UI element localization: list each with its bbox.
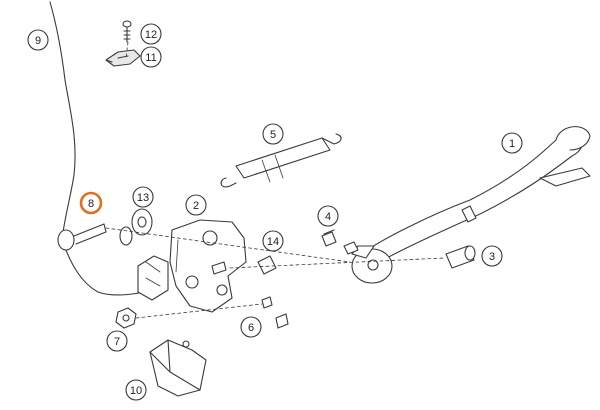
nut-part-7 <box>115 307 137 329</box>
callout-label: 11 <box>145 52 156 64</box>
callout-circle <box>79 191 103 215</box>
callout-label: 8 <box>88 198 94 210</box>
callout-circle <box>262 123 284 145</box>
callout-5: 5 <box>262 123 284 145</box>
switch-part <box>137 255 169 301</box>
callout-2: 2 <box>185 194 207 216</box>
callout-circle <box>481 245 503 267</box>
bolt-part-3 <box>445 245 476 269</box>
callout-label: 3 <box>489 251 495 263</box>
callout-label: 13 <box>137 192 149 204</box>
callout-label: 14 <box>267 236 279 248</box>
callout-4: 4 <box>317 205 339 227</box>
callout-circle <box>317 205 339 227</box>
clip-part-11 <box>105 49 141 67</box>
washer-part-13 <box>119 208 153 246</box>
bolt-part-4 <box>321 229 337 247</box>
callout-label: 4 <box>325 211 331 223</box>
callout-14: 14 <box>262 230 284 252</box>
cable-part <box>49 1 161 296</box>
callout-11: 11 <box>140 46 162 68</box>
callout-circle <box>132 186 154 208</box>
callout-circle <box>185 194 207 216</box>
callout-7: 7 <box>106 330 128 352</box>
callout-label: 10 <box>130 385 142 397</box>
screw-part-12 <box>122 20 132 43</box>
callout-1: 1 <box>501 132 523 154</box>
callout-label: 9 <box>35 35 41 47</box>
callout-12: 12 <box>140 23 162 45</box>
screw-part-6 <box>261 296 289 329</box>
callout-label: 6 <box>248 322 254 334</box>
callout-10: 10 <box>125 379 147 401</box>
nut-part-near-stand <box>343 241 359 255</box>
screw-part-near-14 <box>211 261 227 275</box>
callout-3: 3 <box>481 245 503 267</box>
side-stand-part-1 <box>351 126 591 284</box>
bracket-part-2 <box>169 219 247 313</box>
callout-circle <box>140 46 162 68</box>
callout-6: 6 <box>240 316 262 338</box>
callout-label: 2 <box>193 200 199 212</box>
switch-cover-part-10 <box>149 339 207 397</box>
callout-label: 12 <box>145 29 157 41</box>
nut-part-14 <box>257 255 277 275</box>
callout-13: 13 <box>132 186 154 208</box>
callout-circle <box>501 132 523 154</box>
assembly-lines <box>105 41 445 319</box>
callout-label: 5 <box>270 129 276 141</box>
callout-label: 1 <box>509 138 515 150</box>
callout-circle <box>262 230 284 252</box>
callout-9: 9 <box>27 29 49 51</box>
spring-part-5 <box>220 133 342 188</box>
callout-circle <box>27 29 49 51</box>
callout-label: 7 <box>114 336 120 348</box>
callout-circle <box>106 330 128 352</box>
callout-circle <box>125 379 147 401</box>
bolt-part-8 <box>57 223 107 251</box>
callout-circle <box>140 23 162 45</box>
callout-8: 8 <box>79 191 103 215</box>
callout-circle <box>240 316 262 338</box>
